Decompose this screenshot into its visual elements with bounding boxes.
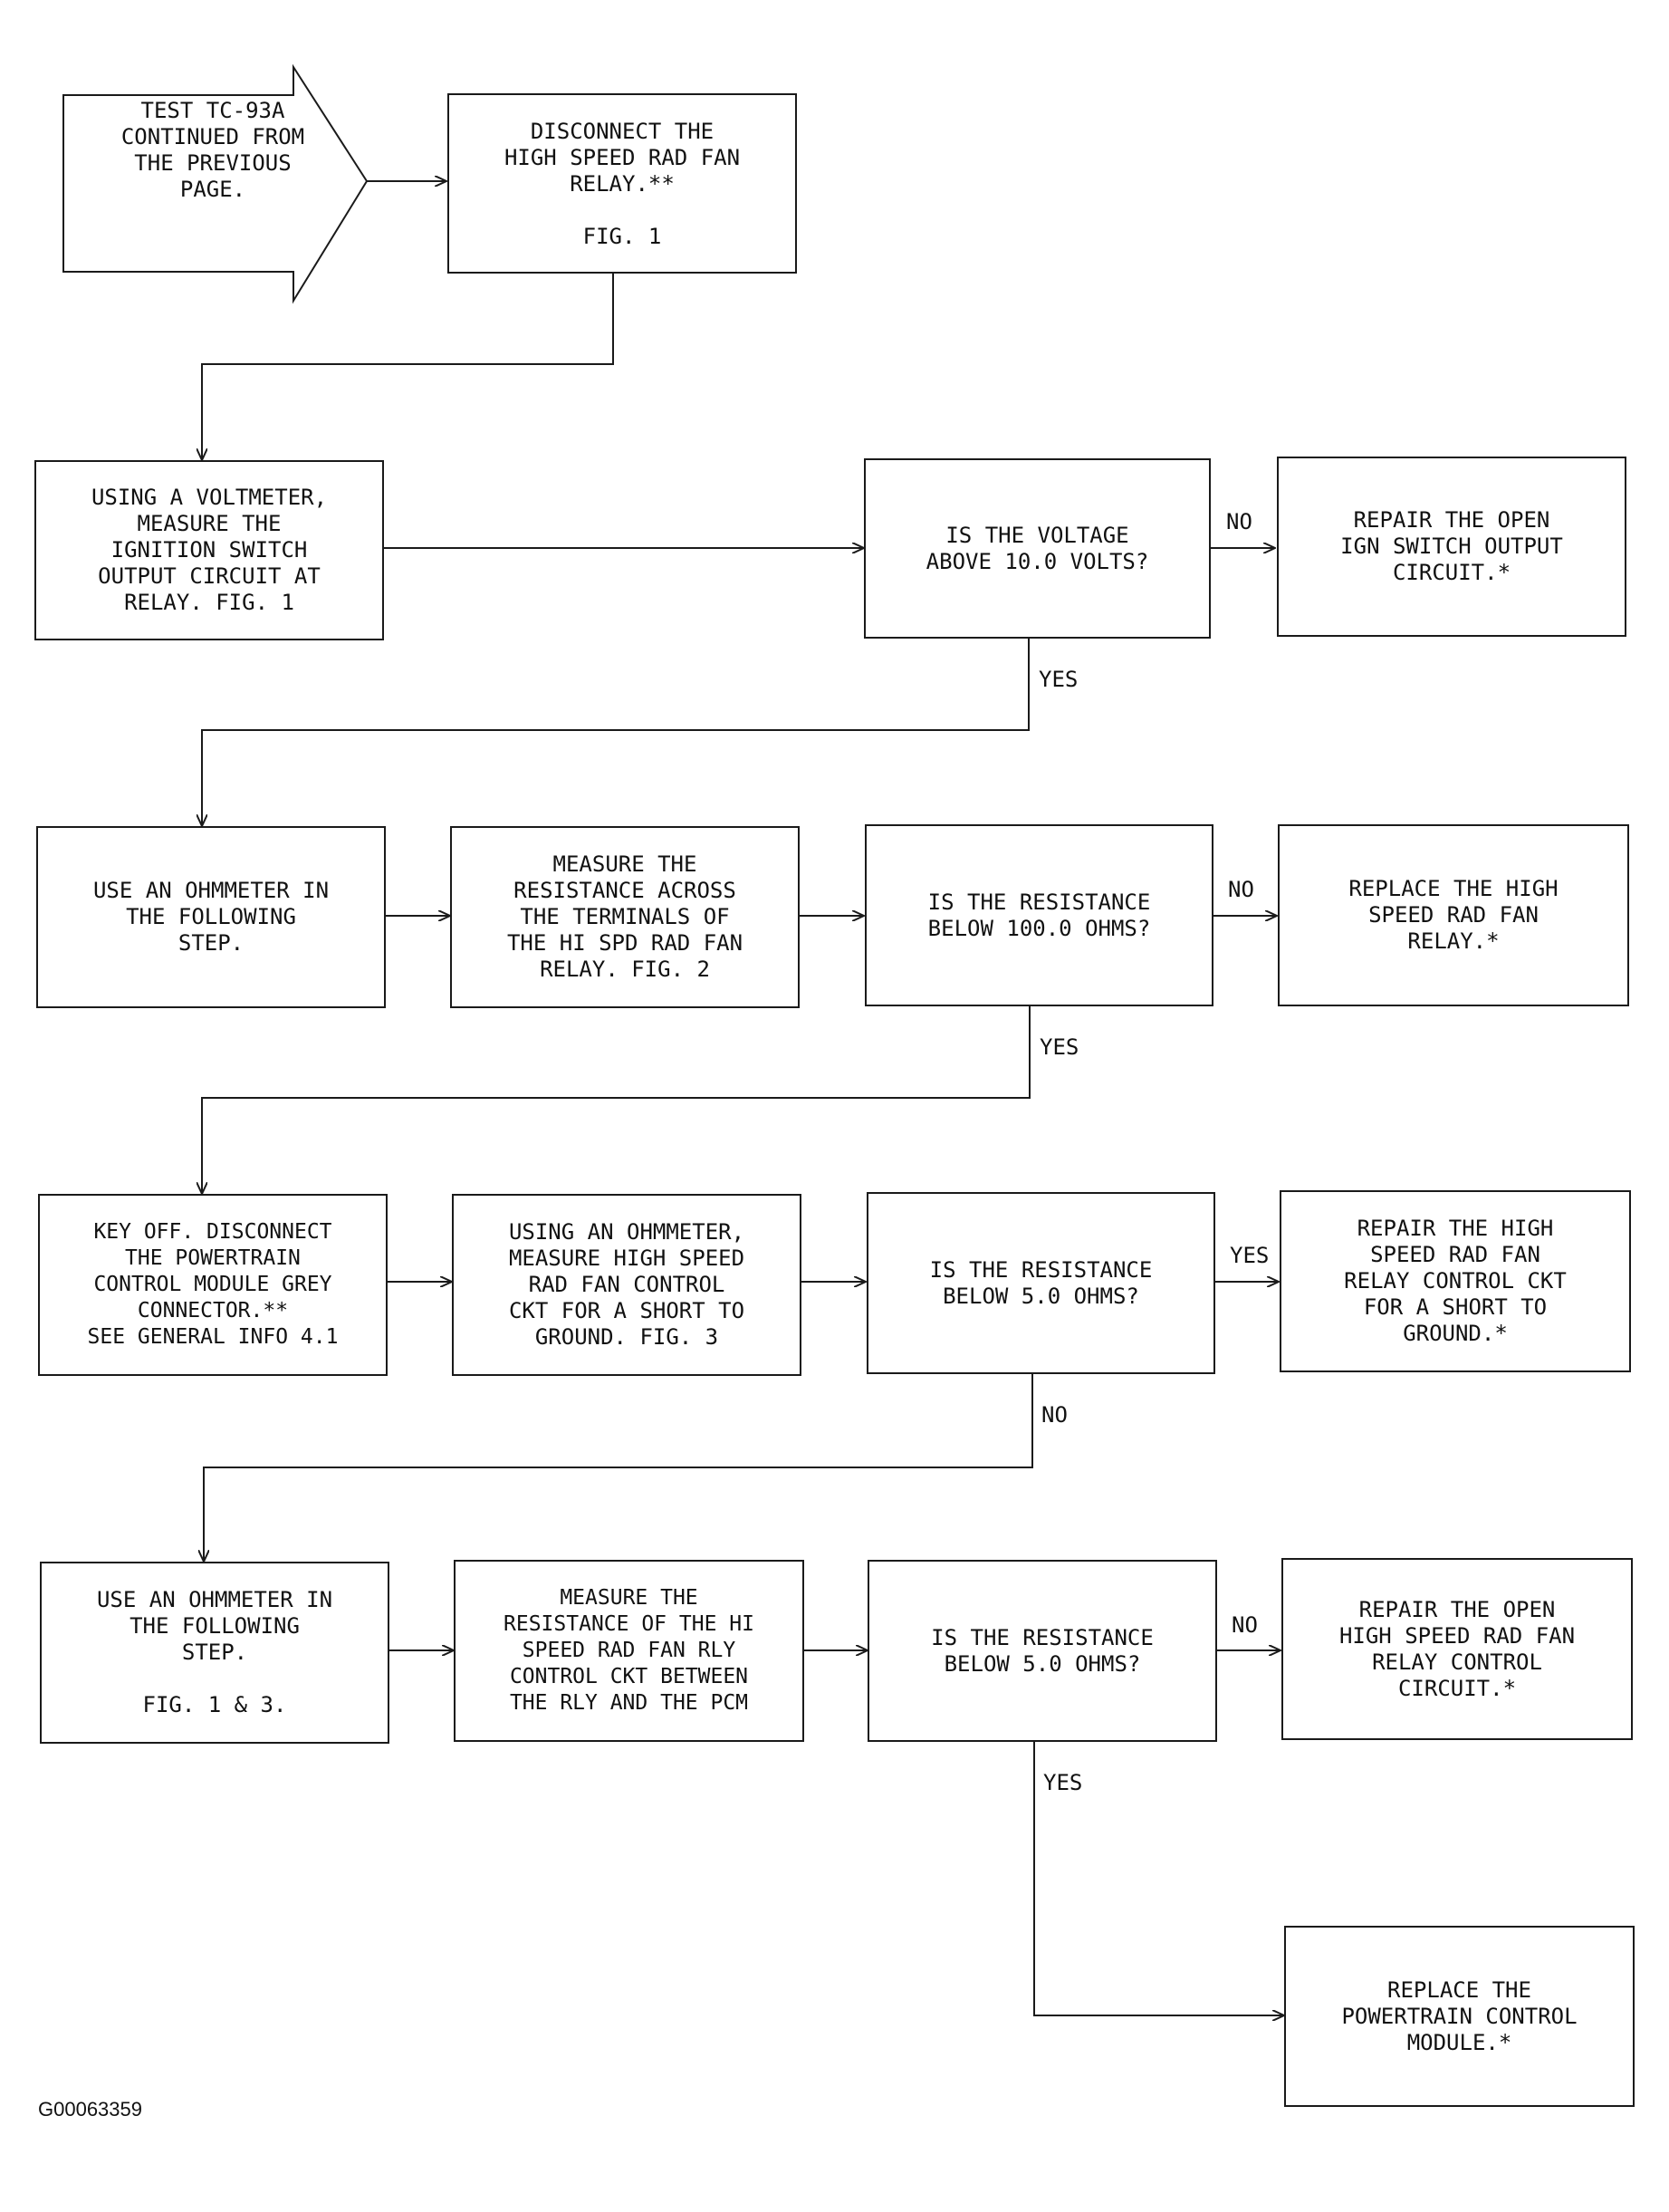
decision-voltage: IS THE VOLTAGE ABOVE 10.0 VOLTS? [864,458,1211,639]
branch-label-relay-yes: YES [1040,1034,1079,1060]
edge-control-yes [1033,1742,1284,2015]
step-key-off-disconnect: KEY OFF. DISCONNECT THE POWERTRAIN CONTR… [38,1194,388,1376]
step-measure-relay-resistance: MEASURE THE RESISTANCE ACROSS THE TERMIN… [450,826,800,1008]
start-arrow-text: TEST TC-93A CONTINUED FROM THE PREVIOUS … [120,98,305,202]
step-measure-control-ckt: MEASURE THE RESISTANCE OF THE HI SPEED R… [454,1560,804,1742]
decision-short-ground: IS THE RESISTANCE BELOW 5.0 OHMS? [867,1192,1215,1374]
action-repair-ign-output: REPAIR THE OPEN IGN SWITCH OUTPUT CIRCUI… [1277,457,1626,637]
branch-label-control-yes: YES [1043,1770,1083,1795]
branch-label-control-no: NO [1232,1612,1258,1638]
action-replace-pcm: REPLACE THE POWERTRAIN CONTROL MODULE.* [1284,1926,1635,2107]
branch-label-short-no: NO [1041,1402,1068,1428]
edge-short-no [204,1373,1033,1562]
branch-label-voltage-no: NO [1226,509,1252,534]
edge-voltage-yes [202,639,1030,826]
branch-label-short-yes: YES [1230,1243,1270,1268]
decision-relay-resistance: IS THE RESISTANCE BELOW 100.0 OHMS? [865,824,1213,1006]
step-use-ohmmeter-1: USE AN OHMMETER IN THE FOLLOWING STEP. [36,826,386,1008]
action-repair-open-control: REPAIR THE OPEN HIGH SPEED RAD FAN RELAY… [1281,1558,1633,1740]
edge-relay-yes [202,1006,1031,1194]
step-measure-ign-output: USING A VOLTMETER, MEASURE THE IGNITION … [34,460,384,640]
decision-control-ckt: IS THE RESISTANCE BELOW 5.0 OHMS? [868,1560,1217,1742]
step-measure-short-ground: USING AN OHMMETER, MEASURE HIGH SPEED RA… [452,1194,801,1376]
step-disconnect-relay: DISCONNECT THE HIGH SPEED RAD FAN RELAY.… [447,93,797,274]
branch-label-voltage-yes: YES [1039,667,1079,692]
action-replace-relay: REPLACE THE HIGH SPEED RAD FAN RELAY.* [1278,824,1629,1006]
step-use-ohmmeter-2: USE AN OHMMETER IN THE FOLLOWING STEP. F… [40,1562,389,1744]
branch-label-relay-no: NO [1228,877,1254,902]
figure-id: G00063359 [38,2098,142,2121]
start-block-arrow [62,63,369,304]
action-repair-short-ground: REPAIR THE HIGH SPEED RAD FAN RELAY CONT… [1280,1190,1631,1372]
edge-disconnect-measure [202,274,614,460]
